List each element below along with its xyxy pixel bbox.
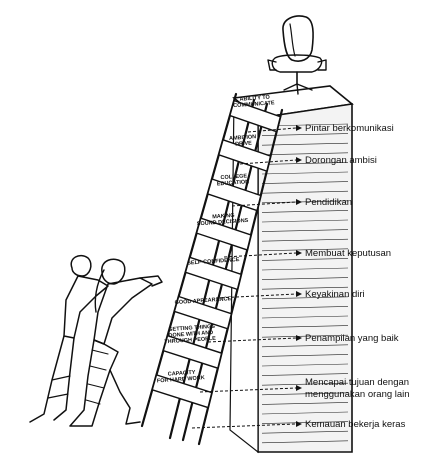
callout-leader-line (199, 387, 297, 393)
arrow-icon (296, 199, 302, 205)
tower-shading-line (261, 181, 349, 184)
tower-shading-line (261, 229, 349, 232)
tower-shading-line (261, 440, 349, 444)
callout-label: Mencapai tujuan dengan (305, 377, 409, 388)
tower-shading-line (261, 344, 349, 348)
tower-shading-line (261, 238, 349, 242)
callout-leader-line (223, 252, 297, 258)
ladder-rung (217, 138, 272, 173)
rung-label: SELF-CONFIDENCE (187, 257, 240, 267)
callout-leader-line (231, 201, 297, 207)
tower-shading-line (261, 162, 349, 165)
tower-shading-line (261, 411, 349, 415)
callout-label: Dorongan ambisi (305, 155, 377, 166)
rung-label: COLLEGE (220, 173, 247, 181)
arrow-icon (296, 291, 302, 297)
people-climbing-illustration (29, 254, 163, 427)
rung-label: MAKING (212, 213, 235, 221)
tower-shading-line (261, 296, 349, 300)
rung-label: CAPACITY (168, 370, 196, 378)
tower-shading-line (261, 219, 349, 223)
tower-shading-line (261, 306, 349, 309)
tower-shading-line (261, 315, 349, 319)
callout-leader-line (191, 423, 297, 429)
ladder-rung (229, 99, 282, 133)
rung-label: ABILITY TO (239, 95, 270, 103)
tower-shading-line (261, 248, 349, 252)
ladder-rung (206, 178, 262, 212)
tower-shading-line (261, 325, 349, 328)
tower-shading-line (261, 402, 349, 405)
tower-shading-line (261, 363, 349, 367)
tower-shading-line (261, 334, 349, 338)
rung-label: THROUGH PEOPLE (164, 336, 216, 346)
tower-shading-line (261, 354, 349, 357)
tower-shading-line (261, 210, 349, 213)
tower-shading-line (261, 421, 349, 424)
rung-label: AMBITION - (229, 134, 260, 142)
tower-shading-line (261, 267, 349, 271)
ladder-rung (162, 334, 223, 370)
arrow-icon (296, 385, 302, 391)
rung-label: EDUCATION (217, 179, 250, 187)
tower-shading-line (261, 200, 349, 204)
office-chair-icon (267, 15, 327, 95)
arrow-icon (296, 250, 302, 256)
callout-label: menggunakan orang lain (305, 389, 410, 400)
callout-leader-line (215, 293, 297, 299)
callout-label: Membuat keputusan (305, 248, 391, 259)
callout-leader-line (239, 159, 297, 165)
rung-label: GETTING THINGS (168, 324, 215, 333)
rung-label: DONE WITH AND (168, 330, 213, 339)
callout-label: Penampilan yang baik (305, 333, 399, 344)
rung-label: GOOD APPEARANCE (174, 296, 231, 306)
arrow-icon (296, 335, 302, 341)
tower-shading-line (261, 382, 349, 386)
arrow-icon (296, 421, 302, 427)
tower-shading-line (261, 430, 349, 434)
callout-leader-line (247, 127, 297, 133)
tower-shading-line (261, 190, 349, 194)
rung-label: COMMUNICATE (233, 100, 275, 109)
callout-label: Kemauan bekerja keras (305, 419, 406, 430)
tower-shading-line (261, 392, 349, 396)
tower-shading-line (261, 152, 349, 156)
ladder-rung (151, 373, 213, 409)
callout-label: Keyakinan diri (305, 289, 365, 300)
pedestal-tower (229, 85, 354, 454)
callout-label: Pendidikan (305, 197, 352, 208)
arrow-icon (296, 125, 302, 131)
ladder-rung (195, 217, 252, 251)
tower-shading-line (261, 171, 349, 175)
rung-label: FOR HARD WORK (157, 375, 205, 384)
tower-shading-line (261, 258, 349, 261)
tower-shading-line (261, 373, 349, 376)
rung-label: DRIVE (235, 140, 253, 147)
tower-shading-line (261, 286, 349, 290)
rung-label: SOUND DECISIONS (197, 218, 249, 228)
tower-shading-line (261, 277, 349, 280)
callout-label: Pintar berkomunikasi (305, 123, 394, 134)
ladder-rung (173, 295, 233, 330)
arrow-icon (296, 157, 302, 163)
ladder-rung (184, 256, 242, 291)
tower-shading-line (261, 142, 349, 146)
